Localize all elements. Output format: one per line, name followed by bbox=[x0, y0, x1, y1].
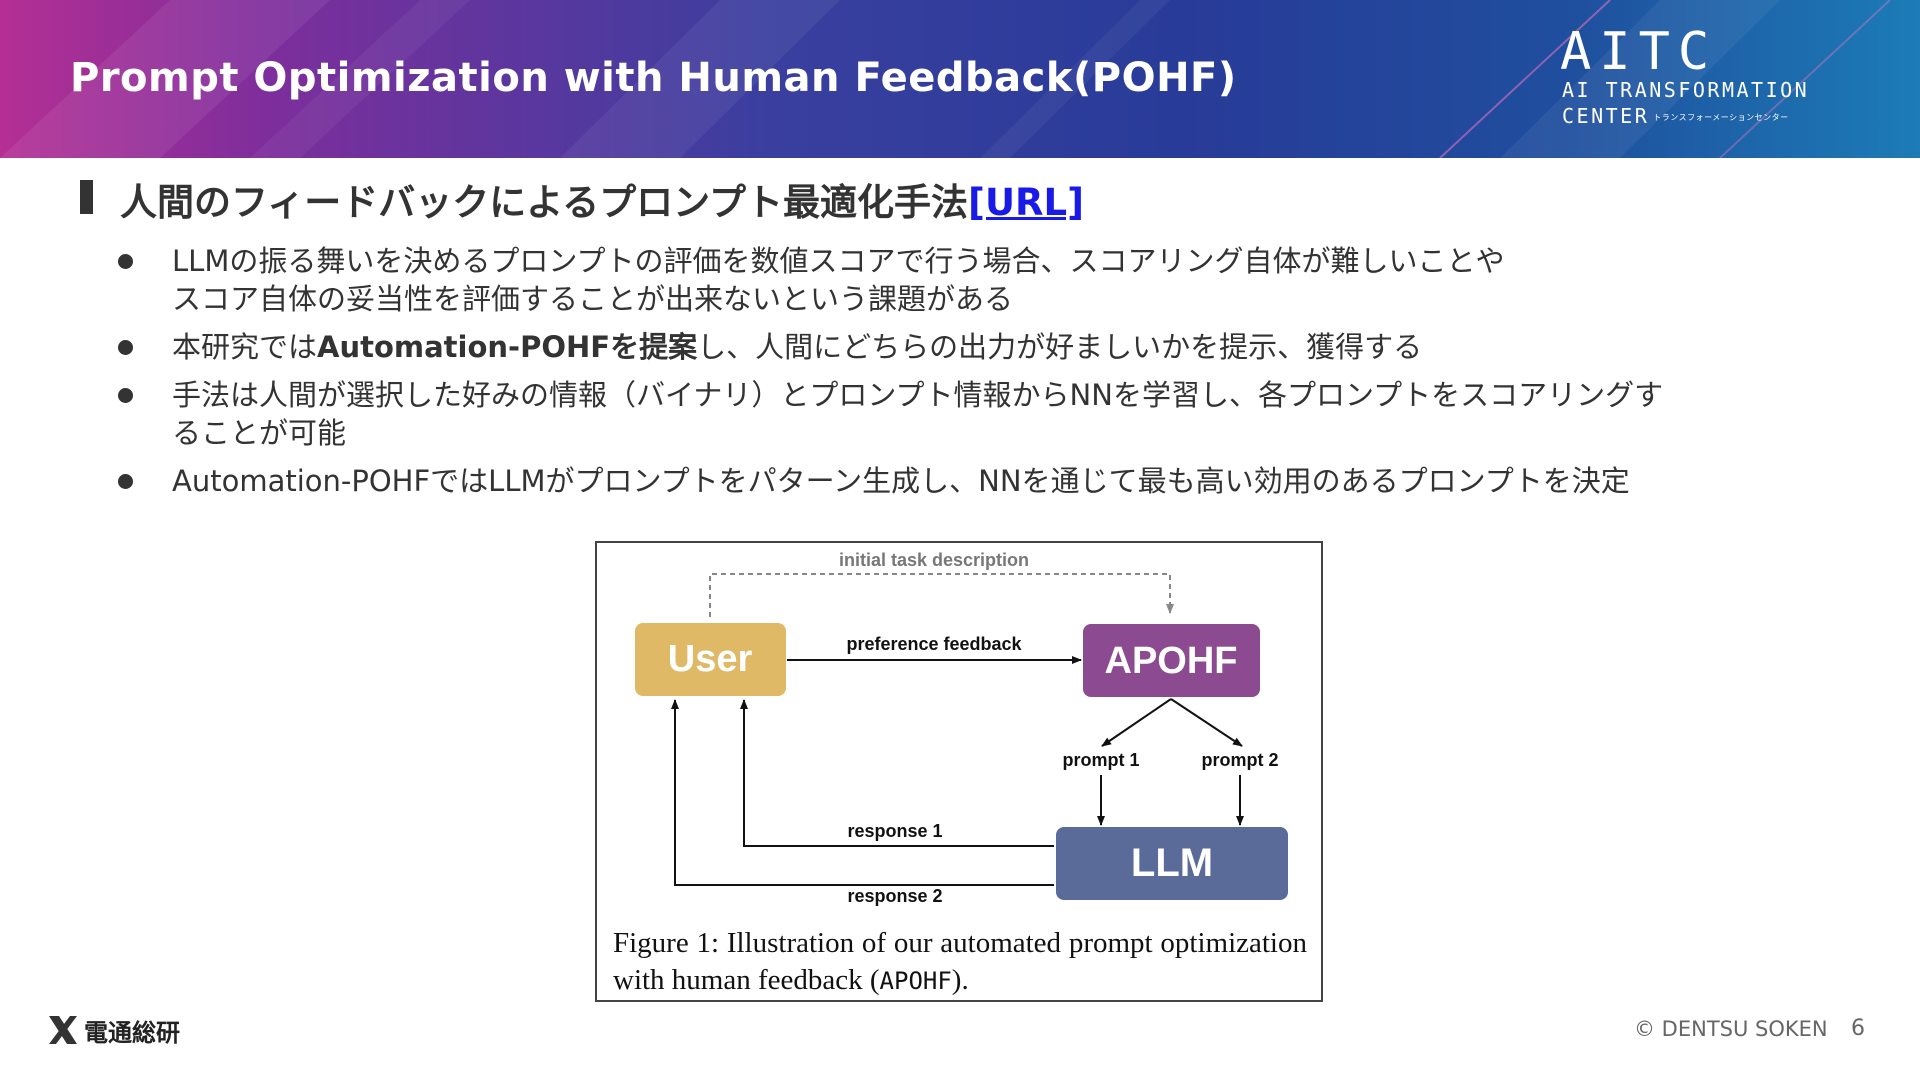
figure-caption-mono: APOHF bbox=[879, 967, 952, 995]
bullet-item: LLMの振る舞いを決めるプロンプトの評価を数値スコアで行う場合、スコアリング自体… bbox=[118, 242, 1838, 318]
bullet-text-bold: Automation-POHFを提案 bbox=[317, 330, 698, 364]
bullet-dot-icon bbox=[118, 388, 133, 403]
response2-arrow bbox=[671, 699, 1054, 886]
bullet-text-line: 本研究ではAutomation-POHFを提案し、人間にどちらの出力が好ましいか… bbox=[172, 328, 1838, 366]
bullet-text-line: ることが可能 bbox=[172, 416, 347, 450]
preference-feedback-label: preference feedback bbox=[846, 634, 1022, 654]
header-banner: Prompt Optimization with Human Feedback(… bbox=[0, 0, 1920, 158]
bullet-item: 手法は人間が選択した好みの情報（バイナリ）とプロンプト情報からNNを学習し、各プ… bbox=[118, 376, 1838, 452]
llm-node bbox=[1056, 827, 1288, 900]
aitc-logo-mark: AITC bbox=[1560, 22, 1718, 82]
dentsu-soken-logo: 電通総研 bbox=[46, 1012, 180, 1048]
prompt1-branch-arrow bbox=[1101, 698, 1172, 747]
response2-label: response 2 bbox=[847, 886, 942, 906]
aitc-logo-center: CENTER bbox=[1562, 104, 1650, 128]
llm-node-label: LLM bbox=[1131, 841, 1213, 885]
slide-title: Prompt Optimization with Human Feedback(… bbox=[70, 55, 1237, 101]
bullet-text-line: LLMの振る舞いを決めるプロンプトの評価を数値スコアで行う場合、スコアリング自体… bbox=[172, 244, 1505, 278]
bullet-dot-icon bbox=[118, 340, 133, 355]
bullet-dot-icon bbox=[118, 474, 133, 489]
prompt1-label: prompt 1 bbox=[1062, 750, 1139, 770]
bullet-text-post: し、人間にどちらの出力が好ましいかを提示、獲得する bbox=[697, 330, 1423, 364]
prompt2-branch-arrow bbox=[1170, 698, 1243, 747]
response1-arrow bbox=[740, 699, 1054, 847]
bullet-dot-icon bbox=[118, 254, 133, 269]
response1-label: response 1 bbox=[847, 821, 942, 841]
aitc-logo-katakana: トランスフォーメーションセンター bbox=[1653, 113, 1789, 122]
initial-task-label: initial task description bbox=[839, 550, 1029, 570]
url-link[interactable]: [URL] bbox=[968, 181, 1084, 224]
copyright: © DENTSU SOKEN bbox=[1634, 1017, 1828, 1041]
bullet-item: Automation-POHFではLLMがプロンプトをパターン生成し、NNを通じ… bbox=[118, 462, 1838, 500]
x-logo-icon bbox=[49, 1016, 77, 1044]
user-node bbox=[635, 623, 786, 696]
apohf-diagram: initial task description User APOHF LLM … bbox=[635, 550, 1288, 906]
initial-task-arrow bbox=[709, 573, 1174, 617]
figure-caption-text: Figure 1: Illustration of our automated … bbox=[613, 927, 1307, 996]
bullet-item: 本研究ではAutomation-POHFを提案し、人間にどちらの出力が好ましいか… bbox=[118, 328, 1838, 366]
section-marker bbox=[80, 180, 93, 214]
figure-caption: Figure 1: Illustration of our automated … bbox=[613, 925, 1307, 1000]
section-title-text: 人間のフィードバックによるプロンプト最適化手法 bbox=[120, 181, 969, 224]
bullet-list: LLMの振る舞いを決めるプロンプトの評価を数値スコアで行う場合、スコアリング自体… bbox=[118, 242, 1838, 510]
bullet-text-line: スコア自体の妥当性を評価することが出来ないという課題がある bbox=[172, 282, 1014, 316]
bullet-text-line: 手法は人間が選択した好みの情報（バイナリ）とプロンプト情報からNNを学習し、各プ… bbox=[172, 378, 1664, 412]
apohf-figure: initial task description User APOHF LLM … bbox=[595, 541, 1323, 1002]
section-title: 人間のフィードバックによるプロンプト最適化手法[URL] bbox=[120, 172, 1084, 226]
company-logo-text: 電通総研 bbox=[84, 1018, 180, 1047]
user-node-label: User bbox=[668, 638, 753, 680]
aitc-logo-line1: AI TRANSFORMATION bbox=[1562, 78, 1810, 102]
page-number: 6 bbox=[1851, 1016, 1865, 1041]
apohf-node-label: APOHF bbox=[1105, 640, 1238, 682]
bullet-text-pre: 本研究では bbox=[172, 330, 318, 364]
prompt2-label: prompt 2 bbox=[1201, 750, 1278, 770]
banner-decoration bbox=[0, 0, 1891, 158]
figure-caption-end: ). bbox=[951, 964, 969, 996]
apohf-node bbox=[1083, 624, 1260, 697]
bullet-text-line: Automation-POHFではLLMがプロンプトをパターン生成し、NNを通じ… bbox=[172, 464, 1630, 498]
